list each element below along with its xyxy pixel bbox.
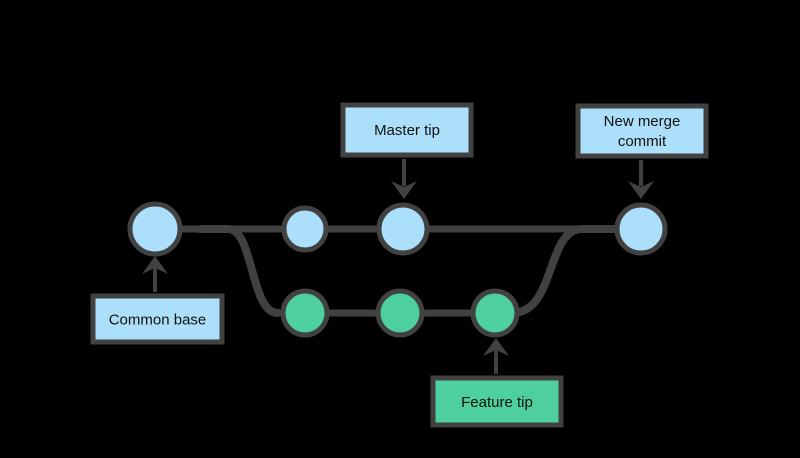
master-tip-label: Master tip — [374, 122, 440, 139]
arrow-down-master-tip-icon — [391, 159, 417, 199]
arrow-up-feature-tip-icon — [483, 338, 509, 374]
commit-node-master-tip[interactable] — [376, 202, 430, 256]
commit-node-feature-1[interactable] — [280, 288, 330, 338]
label-boxes: Common base Master tip New merge commit … — [90, 102, 709, 428]
new-merge-commit-label-line-1: New merge — [604, 113, 681, 130]
feature-tip-box-rect — [430, 375, 564, 428]
commit-node-merge-commit[interactable] — [614, 202, 668, 256]
merge-curve — [508, 225, 624, 317]
new-merge-commit-box-rect — [575, 103, 709, 159]
label-arrows — [142, 159, 654, 374]
master-tip-box-rect — [340, 102, 474, 158]
common-base-label: Common base — [109, 311, 207, 328]
feature-tip-label: Feature tip — [461, 394, 533, 411]
label-box-new-merge-commit[interactable]: New merge commit — [575, 103, 709, 159]
label-box-master-tip[interactable]: Master tip — [340, 102, 474, 158]
new-merge-commit-label-line-2: commit — [618, 133, 667, 150]
commit-nodes — [127, 201, 668, 338]
arrow-down-merge-commit-icon — [628, 160, 654, 199]
label-box-common-base[interactable]: Common base — [90, 293, 225, 345]
label-box-feature-tip[interactable]: Feature tip — [430, 375, 564, 428]
commit-node-master-2[interactable] — [281, 205, 329, 253]
commit-node-common-base[interactable] — [127, 201, 183, 257]
commit-node-feature-tip[interactable] — [470, 288, 520, 338]
common-base-box-rect — [90, 293, 225, 345]
commit-node-feature-2[interactable] — [375, 288, 425, 338]
branch-off-curve — [196, 225, 282, 317]
arrow-up-common-base-icon — [142, 256, 168, 292]
